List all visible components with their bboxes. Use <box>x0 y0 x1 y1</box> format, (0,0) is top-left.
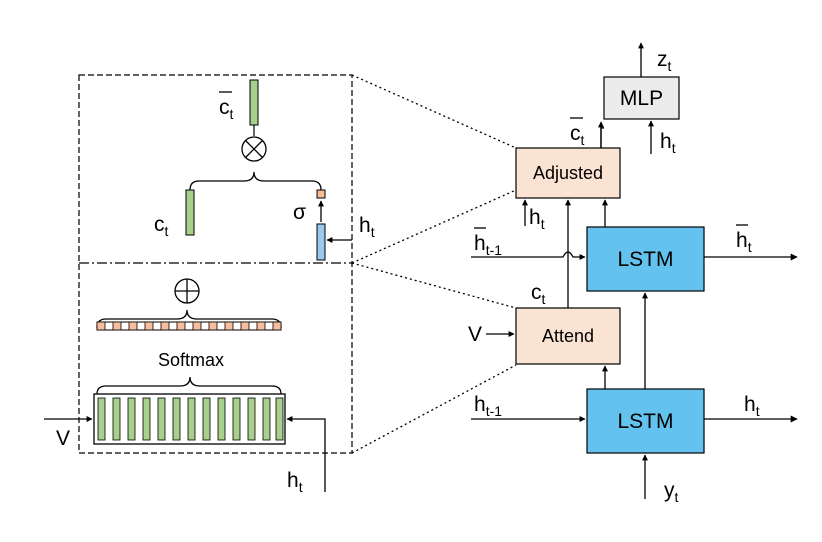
feature-matrix <box>93 393 286 445</box>
sigma-label: σ <box>293 201 306 224</box>
sum-icon <box>174 278 200 304</box>
h-t-mlp-label: ht <box>660 130 676 156</box>
lstm-top-label: LSTM <box>617 248 673 271</box>
h-bar-t-out-label: ht <box>736 229 752 255</box>
h-t-adjusted-label: ht <box>529 206 545 232</box>
v-detail-label: V <box>56 427 70 450</box>
adjusted-label: Adjusted <box>533 163 603 183</box>
h-t-vector <box>316 223 326 261</box>
lstm-top-block <box>586 226 705 292</box>
c-bar-t-detail-label: ct <box>219 96 234 122</box>
softmax-label: Softmax <box>158 350 224 370</box>
h-t-detail-label: ht <box>359 214 375 240</box>
zoom-line-attend-bottom <box>351 364 517 454</box>
adjusted-block <box>515 147 621 199</box>
zoom-line-adjusted-top <box>351 74 517 149</box>
c-t-attend-label: ct <box>531 281 546 307</box>
c-bar-t-mlp-label: ct <box>570 122 585 148</box>
zoom-line-attend-top <box>351 262 517 309</box>
sum-brace <box>96 309 282 329</box>
h-bar-tm1-label: ht-1 <box>474 232 502 258</box>
y-t-label: yt <box>664 479 679 505</box>
h-t-bottom-arrow <box>286 416 326 492</box>
softmax-brace <box>96 376 282 395</box>
mlp-label: MLP <box>620 87 663 110</box>
h-t-bottom-label: ht <box>287 469 303 495</box>
mlp-block <box>603 76 680 120</box>
c-t-detail-label: ct <box>154 213 169 239</box>
lstm-bottom-label: LSTM <box>617 410 673 433</box>
z-t-label: zt <box>657 48 672 74</box>
gate-brace <box>189 171 322 191</box>
attend-label: Attend <box>542 326 594 346</box>
lstm-bottom-block <box>586 388 705 454</box>
c-bar-vector <box>249 79 259 126</box>
detail-panel-frame <box>78 74 353 454</box>
h-t-out-label: ht <box>744 393 760 419</box>
attention-weights-strip <box>96 321 282 331</box>
v-attend-label: V <box>468 323 482 346</box>
multiply-icon <box>241 136 267 162</box>
sigma-gate-cell <box>316 189 326 199</box>
attend-block <box>515 307 621 365</box>
c-t-vector <box>185 189 195 236</box>
h-tm1-label: ht-1 <box>474 393 502 419</box>
